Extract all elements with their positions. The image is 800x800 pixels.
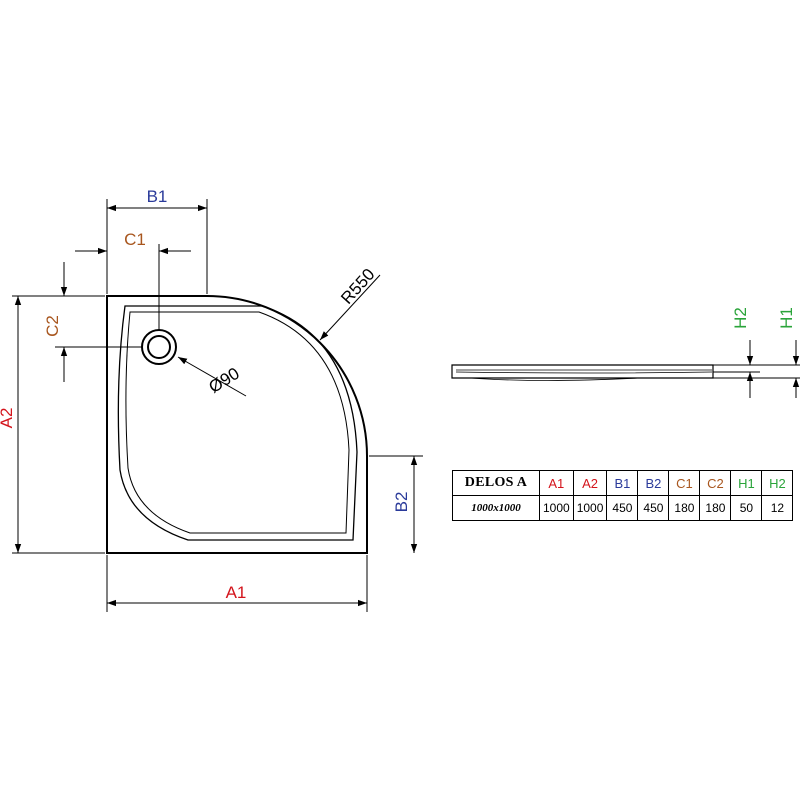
label-b1: B1	[147, 187, 168, 206]
label-c2: C2	[43, 315, 62, 337]
label-c1: C1	[124, 230, 146, 249]
dimensions-table: DELOS A A1 A2 B1 B2 C1 C2 H1 H2 1000x100…	[452, 470, 794, 521]
table-header-b2: B2	[637, 470, 670, 496]
table-header-h2: H2	[761, 470, 794, 496]
dimension-labels: B1 C1 C2 A2 A1 B2 R550 Ø90 H2 H1	[0, 187, 796, 602]
label-drain: Ø90	[205, 364, 242, 397]
label-h1: H1	[777, 307, 796, 329]
tray-inner-rim-2	[125, 311, 350, 534]
drain-icon	[141, 329, 177, 365]
table-value-h1: 50	[730, 495, 763, 521]
table-value-c2: 180	[699, 495, 732, 521]
table-value-c1: 180	[668, 495, 701, 521]
table-header-row: DELOS A A1 A2 B1 B2 C1 C2 H1 H2	[452, 470, 794, 496]
label-a1: A1	[226, 583, 247, 602]
table-header-c2: C2	[699, 470, 732, 496]
label-radius: R550	[337, 265, 378, 308]
model-name: DELOS A	[452, 470, 540, 496]
table-header-c1: C1	[668, 470, 701, 496]
side-profile	[451, 364, 714, 379]
label-b2: B2	[392, 492, 411, 513]
label-h2: H2	[731, 307, 750, 329]
table-header-a1: A1	[539, 470, 574, 496]
label-a2: A2	[0, 408, 16, 429]
dimension-lines	[12, 199, 423, 612]
drain-leader	[177, 356, 247, 397]
table-value-a1: 1000	[539, 495, 574, 521]
table-value-a2: 1000	[572, 495, 608, 521]
side-dimension-lines	[713, 340, 800, 398]
tray-plan-view	[106, 295, 368, 554]
tray-side-view	[451, 364, 714, 381]
tray-inner-rim	[117, 305, 358, 541]
table-header-a2: A2	[572, 470, 608, 496]
table-value-h2: 12	[761, 495, 794, 521]
model-size: 1000x1000	[452, 495, 540, 521]
table-value-b2: 450	[637, 495, 670, 521]
table-value-b1: 450	[606, 495, 639, 521]
table-header-b1: B1	[606, 470, 639, 496]
table-value-row: 1000x1000 1000 1000 450 450 180 180 50 1…	[452, 495, 794, 521]
table-header-h1: H1	[730, 470, 763, 496]
tray-outline	[106, 295, 368, 554]
radius-leader	[319, 274, 381, 341]
